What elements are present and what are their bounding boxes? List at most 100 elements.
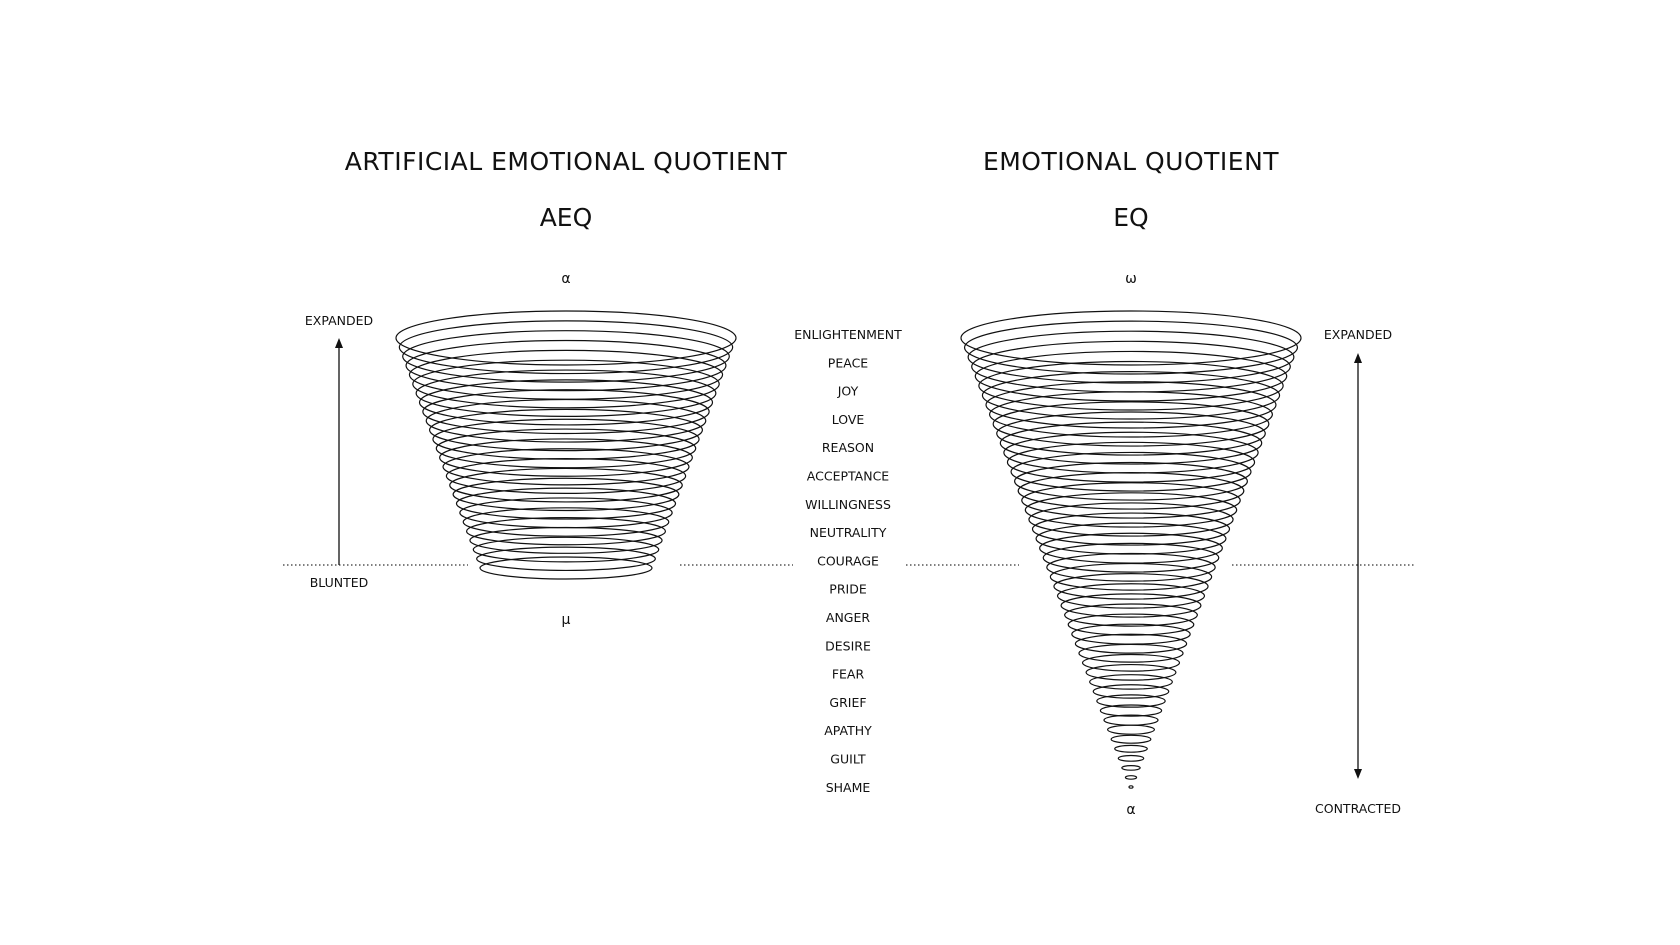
cone-ring <box>1067 613 1195 636</box>
level-label: APATHY <box>824 723 872 738</box>
aeq-blunted-label: BLUNTED <box>310 575 369 590</box>
cone-ring <box>1049 562 1213 591</box>
cone-ring <box>1089 674 1173 690</box>
cone-ring <box>978 360 1284 411</box>
cone-ring <box>405 339 727 392</box>
cone-ring <box>449 467 683 503</box>
level-label: LOVE <box>832 412 865 427</box>
level-label: GRIEF <box>829 695 866 710</box>
level-label: NEUTRALITY <box>810 525 887 540</box>
cone-ring <box>967 330 1295 384</box>
cone-ring <box>1114 744 1148 753</box>
cone-ring <box>472 536 660 563</box>
cone-ring <box>408 349 724 400</box>
cone-ring <box>1096 694 1166 708</box>
level-label: REASON <box>822 440 874 455</box>
aeq-expanded-label: EXPANDED <box>305 313 373 328</box>
eq-expanded-label: EXPANDED <box>1324 327 1392 342</box>
cone-ring <box>469 526 663 554</box>
cone-ring <box>1099 704 1163 717</box>
eq-bottom-symbol: α <box>1126 802 1135 818</box>
cone-ring <box>455 487 677 520</box>
cone-ring <box>1060 593 1202 618</box>
cone-ring <box>1064 603 1198 627</box>
cone-ring <box>476 546 656 572</box>
cone-ring <box>1021 482 1241 519</box>
level-label: COURAGE <box>817 553 879 568</box>
cone-ring <box>395 310 737 366</box>
cone-ring <box>439 438 693 477</box>
cone-ring <box>960 310 1302 366</box>
level-label: DESIRE <box>825 638 871 653</box>
cone-ring <box>1092 684 1170 699</box>
cone-ring <box>398 320 734 375</box>
cone-ring <box>442 448 690 486</box>
level-label: PEACE <box>828 355 868 370</box>
cone-ring <box>1028 502 1234 537</box>
level-label: ENLIGHTENMENT <box>794 327 902 342</box>
level-label: JOY <box>837 384 859 399</box>
cone-ring <box>422 389 710 435</box>
cone-ring <box>452 477 680 512</box>
cone-ring <box>963 320 1299 375</box>
cone-ring <box>415 369 717 417</box>
cone-ring <box>1035 522 1227 555</box>
level-label: SHAME <box>826 780 871 795</box>
cone-ring <box>435 428 697 469</box>
cone-ring <box>1081 653 1181 672</box>
aeq-abbr: AEQ <box>540 203 593 232</box>
eq-contracted-label: CONTRACTED <box>1315 801 1401 816</box>
cone-ring <box>412 359 720 409</box>
cone-ring <box>1117 754 1145 762</box>
cone-ring <box>1106 724 1156 735</box>
cone-ring <box>465 517 667 546</box>
cone-ring <box>1017 472 1245 510</box>
cone-ring <box>1056 583 1206 609</box>
aeq-bottom-symbol: μ <box>562 612 571 628</box>
aeq-arrow-head <box>335 338 343 348</box>
cone-ring <box>445 458 687 495</box>
cone-ring <box>1128 785 1134 789</box>
eq-top-symbol: ω <box>1125 271 1137 287</box>
cone-ring <box>1046 552 1216 582</box>
eq-cone <box>960 310 1302 789</box>
cone-ring <box>425 398 707 443</box>
eq-title: EMOTIONAL QUOTIENT <box>983 147 1279 176</box>
cone-ring <box>429 408 703 452</box>
cone-ring <box>1053 573 1209 600</box>
level-list: ENLIGHTENMENT PEACE JOY LOVE REASON ACCEPTANC… <box>794 327 902 795</box>
cone-ring <box>988 391 1273 438</box>
level-label: GUILT <box>830 752 866 767</box>
cone-ring <box>1042 542 1220 573</box>
cone-ring <box>1024 492 1238 528</box>
level-label: PRIDE <box>829 582 867 597</box>
cone-ring <box>1006 441 1256 483</box>
eq-arrow-head-bottom <box>1354 769 1362 779</box>
cone-ring <box>418 379 714 426</box>
aeq-top-symbol: α <box>561 271 570 287</box>
cone-ring <box>402 330 730 383</box>
eq-abbr: EQ <box>1113 203 1148 232</box>
cone-ring <box>1121 764 1141 771</box>
cone-ring <box>1110 734 1152 744</box>
cone-ring <box>996 411 1266 456</box>
cone-ring <box>981 371 1281 420</box>
cone-ring <box>985 381 1277 429</box>
cone-ring <box>1074 633 1188 654</box>
cone-ring <box>462 507 670 537</box>
aeq-cone <box>395 310 737 580</box>
level-label: ANGER <box>826 610 870 625</box>
cone-ring <box>1010 451 1252 492</box>
cone-ring <box>1124 775 1138 780</box>
cone-ring <box>992 401 1270 447</box>
cone-ring <box>999 421 1263 465</box>
level-label: ACCEPTANCE <box>807 469 890 484</box>
cone-ring <box>1014 461 1248 501</box>
level-label: WILLINGNESS <box>805 497 891 512</box>
cone-ring <box>974 350 1288 402</box>
level-label: FEAR <box>832 667 865 682</box>
eq-arrow-head-top <box>1354 353 1362 363</box>
cone-ring <box>479 556 653 580</box>
cone-ring <box>1085 663 1177 681</box>
